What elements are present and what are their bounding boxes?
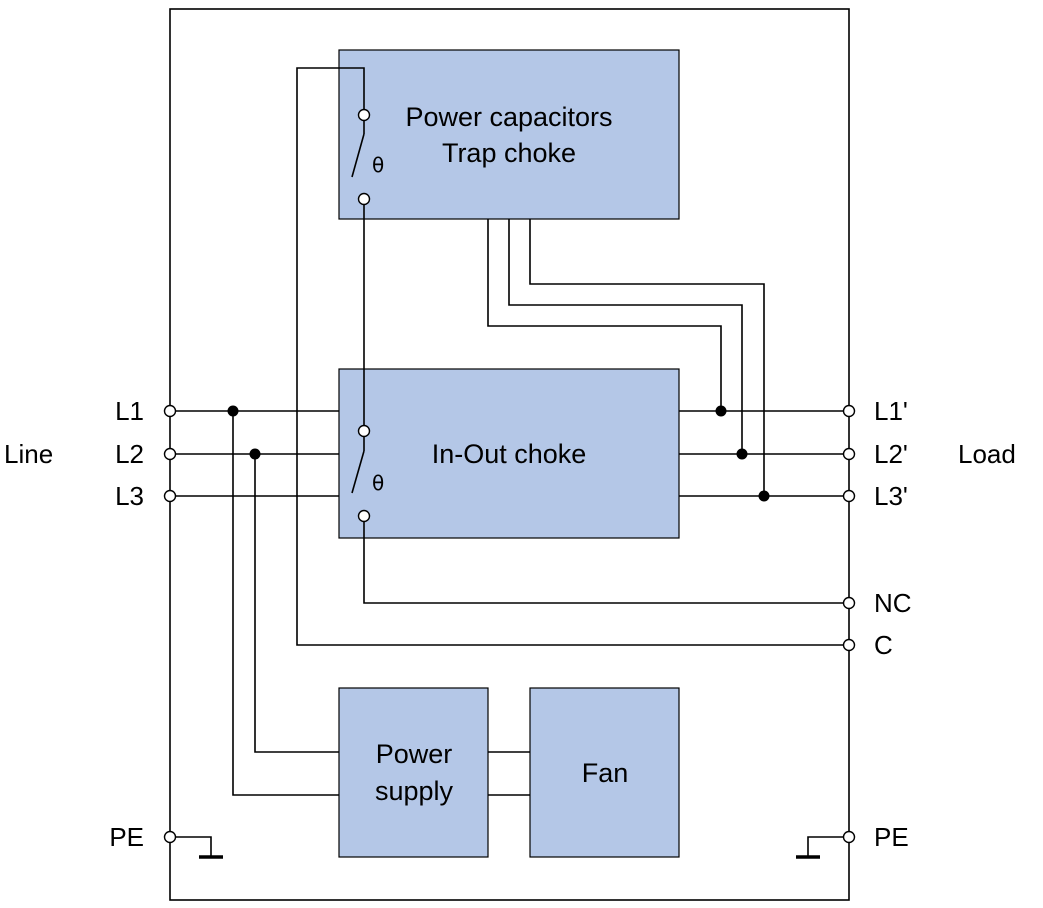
terminal-l3 <box>163 489 177 503</box>
terminal-l1-prime <box>842 404 856 418</box>
wire-ps-l1 <box>232 411 339 796</box>
label-pe-right: PE <box>874 822 909 852</box>
label-l2-prime: L2' <box>874 439 908 469</box>
terminal-c <box>842 638 856 652</box>
thermal-switch-2-symbol: θ <box>372 471 384 495</box>
wire-nc <box>363 520 844 604</box>
terminal-l3-prime <box>842 489 856 503</box>
wire-pe-left <box>175 836 212 857</box>
label-pe-left: PE <box>109 822 144 852</box>
switch-1-contact-top <box>357 108 371 122</box>
inout-choke-block <box>338 368 680 539</box>
power-supply-label-line1: Power <box>376 739 453 769</box>
terminal-l1 <box>163 404 177 418</box>
terminal-nc <box>842 596 856 610</box>
wire-cap-l1 <box>487 219 722 411</box>
terminal-pe-left <box>163 830 177 844</box>
switch-2-contact-top <box>357 424 371 438</box>
junction-l1-cap <box>715 405 727 417</box>
terminal-l2 <box>163 447 177 461</box>
label-l2: L2 <box>115 439 144 469</box>
label-load: Load <box>958 439 1016 469</box>
label-l3: L3 <box>115 481 144 511</box>
wire-ps-l2 <box>254 454 339 753</box>
junction-l3-cap <box>758 490 770 502</box>
power-supply-label-line2: supply <box>375 776 454 806</box>
capacitors-label-line1: Power capacitors <box>405 102 612 132</box>
fan-label: Fan <box>582 758 629 788</box>
capacitors-label-line2: Trap choke <box>442 138 576 168</box>
fan-block <box>529 687 680 858</box>
inout-choke-label: In-Out choke <box>432 439 587 469</box>
wire-cap-l3 <box>529 219 765 496</box>
switch-2-contact-bottom <box>357 509 371 523</box>
switch-1-contact-bottom <box>357 192 371 206</box>
label-c: C <box>874 630 893 660</box>
wire-cap-l2 <box>508 219 743 454</box>
switch-1-blade <box>351 133 365 178</box>
junction-l2-ps <box>249 448 261 460</box>
label-line: Line <box>4 439 53 469</box>
terminal-l2-prime <box>842 447 856 461</box>
thermal-switch-1-symbol: θ <box>372 153 384 177</box>
label-nc: NC <box>874 588 912 618</box>
label-l1-prime: L1' <box>874 396 908 426</box>
label-l1: L1 <box>115 396 144 426</box>
wire-pe-right <box>807 836 844 857</box>
junction-l2-cap <box>736 448 748 460</box>
wire-c-loop <box>296 67 844 646</box>
label-l3-prime: L3' <box>874 481 908 511</box>
capacitors-block <box>338 49 680 220</box>
switch-2-blade <box>351 450 365 494</box>
terminal-pe-right <box>842 830 856 844</box>
power-supply-block <box>338 687 489 858</box>
junction-l1-ps <box>227 405 239 417</box>
